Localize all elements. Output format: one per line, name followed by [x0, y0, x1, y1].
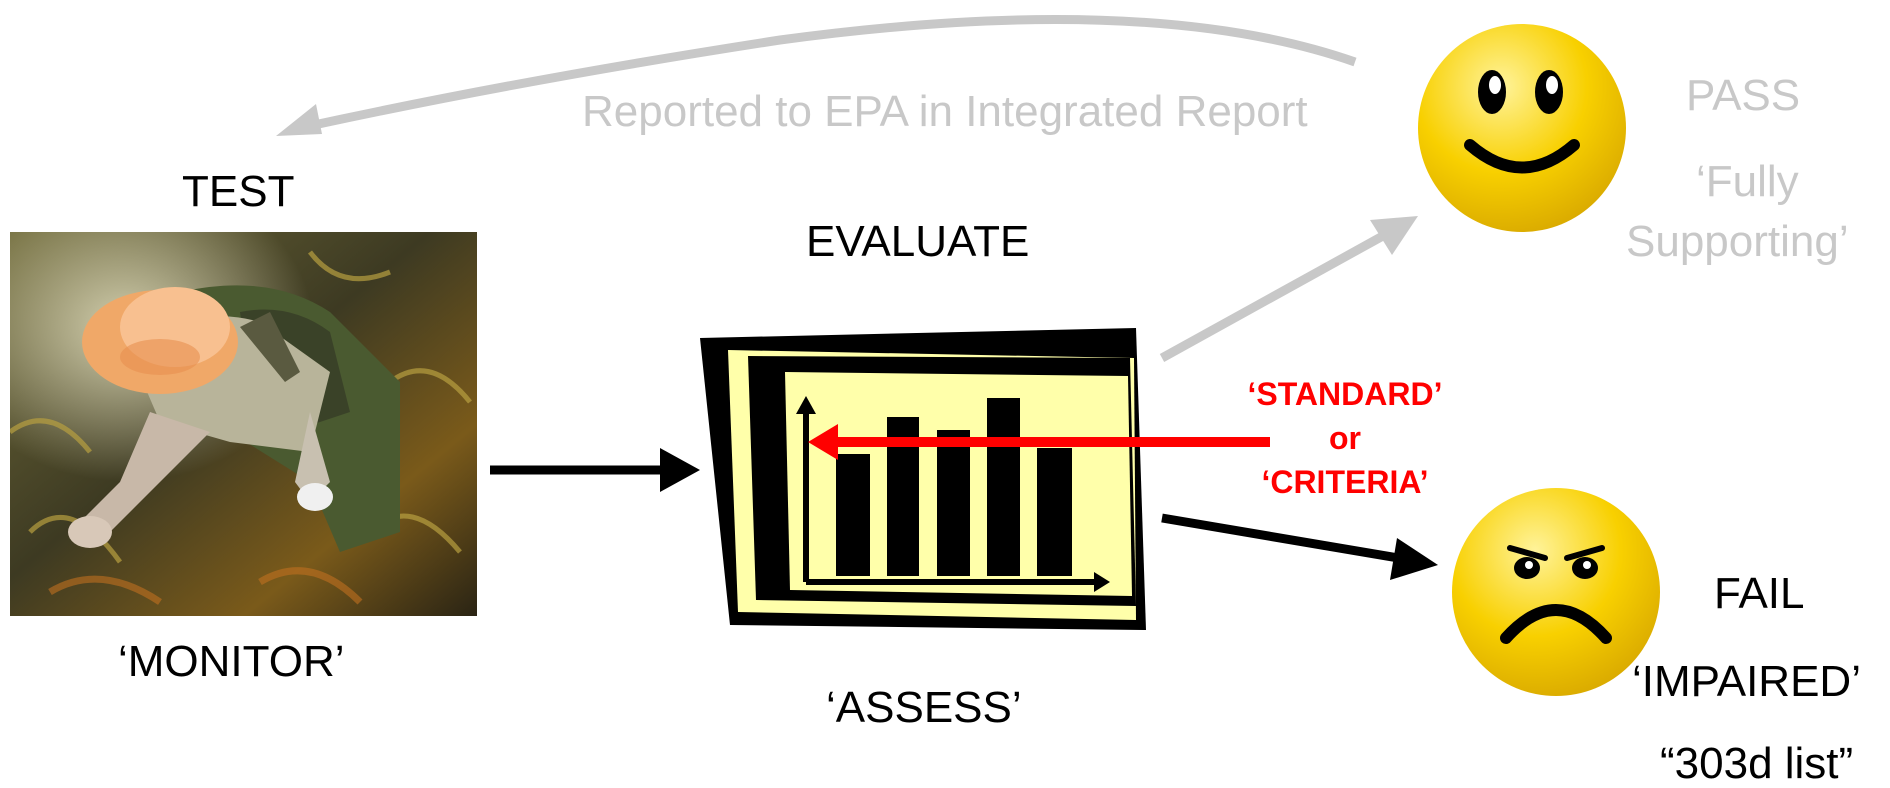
monitor-to-evaluate-arrow: [490, 448, 700, 492]
fully-label: ‘Fully: [1696, 157, 1799, 206]
assess-label: ‘ASSESS’: [826, 683, 1022, 732]
standard-label: ‘STANDARD’: [1247, 376, 1443, 412]
standard-criteria-arrow: [808, 424, 1270, 460]
impaired-label: ‘IMPAIRED’: [1632, 657, 1861, 706]
supporting-label: Supporting’: [1626, 217, 1849, 266]
or-label: or: [1329, 420, 1361, 456]
monitor-label: ‘MONITOR’: [118, 637, 345, 686]
evaluate-to-pass-arrow: [1159, 216, 1418, 362]
pass-title: PASS: [1686, 71, 1801, 120]
bar-chart-clipart-icon: [700, 328, 1146, 630]
sad-face-icon: [1452, 488, 1660, 696]
evaluate-title: EVALUATE: [806, 217, 1030, 266]
criteria-label: ‘CRITERIA’: [1261, 464, 1429, 500]
monitoring-photo: [10, 232, 477, 616]
303d-list-label: “303d list”: [1660, 739, 1854, 788]
feedback-label: Reported to EPA in Integrated Report: [582, 87, 1308, 136]
person-wading-photo-image: [10, 232, 477, 616]
fail-title: FAIL: [1714, 569, 1805, 618]
test-title: TEST: [182, 167, 295, 216]
feedback-arrow: [276, 15, 1357, 136]
happy-face-icon: [1418, 24, 1626, 232]
evaluate-to-fail-arrow: [1161, 513, 1438, 580]
